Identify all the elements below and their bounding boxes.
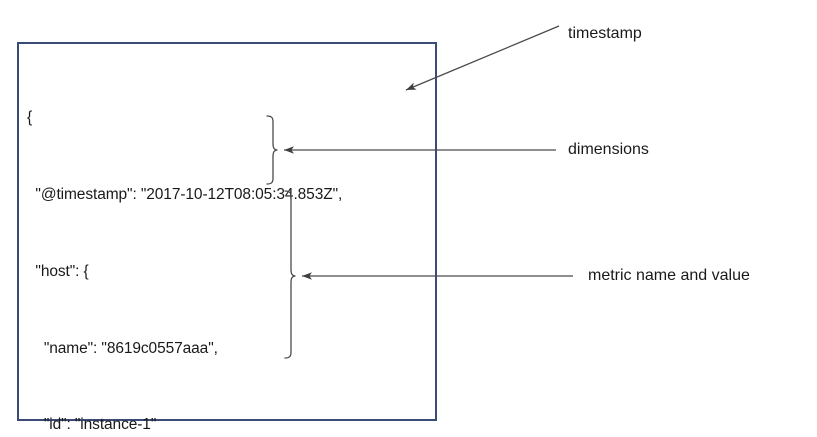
json-code-block: { "@timestamp": "2017-10-12T08:05:34.853…	[27, 54, 342, 437]
json-line-timestamp: "@timestamp": "2017-10-12T08:05:34.853Z"…	[27, 185, 343, 203]
json-line-host-id: "id": "instance-1"	[27, 416, 157, 434]
annotation-label-metric: metric name and value	[588, 267, 750, 284]
json-line: {	[27, 109, 33, 127]
json-line-host-open: "host": {	[27, 262, 89, 280]
annotation-label-dimensions: dimensions	[568, 141, 649, 158]
json-line-host-name: "name": "8619c0557aaa",	[27, 339, 218, 357]
json-document-box: { "@timestamp": "2017-10-12T08:05:34.853…	[17, 42, 437, 433]
annotation-label-timestamp: timestamp	[568, 25, 642, 42]
